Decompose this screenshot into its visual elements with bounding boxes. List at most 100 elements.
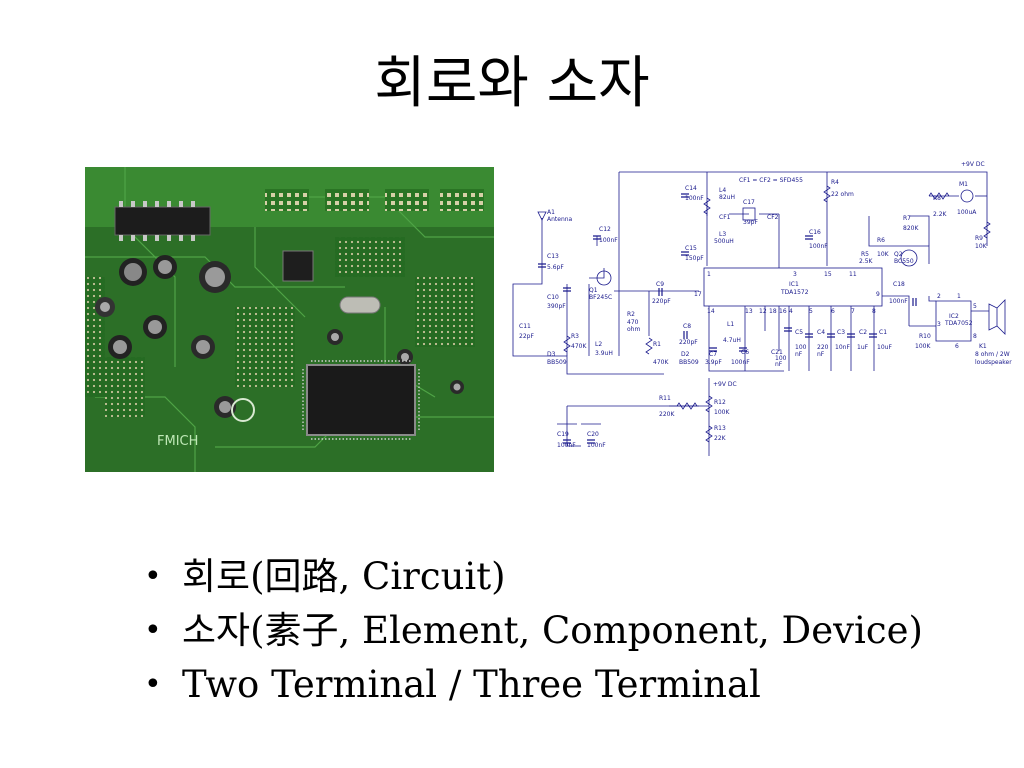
- label-c14: C14: [685, 185, 697, 192]
- label-c6-value: 100nF: [731, 359, 750, 366]
- label-c21-value: 100: [775, 355, 787, 362]
- label-c13: C13: [547, 253, 559, 260]
- label-a1: A1: [547, 209, 555, 216]
- pin-7: 7: [851, 308, 855, 315]
- label-k1-value: 8 ohm / 2W: [975, 351, 1010, 358]
- label-c5-value: 100: [795, 344, 807, 351]
- label-c4-value: 220: [817, 344, 829, 351]
- label-r9-value: 10K: [975, 243, 988, 250]
- ic2-pin-6: 6: [955, 343, 959, 350]
- bullet-list: •회로(回路, Circuit) •소자(素子, Element, Compon…: [140, 555, 1000, 717]
- label-l3-value: 500uH: [714, 238, 734, 245]
- label-r13-value: 22K: [714, 435, 727, 442]
- pin-18: 18: [769, 308, 777, 315]
- label-k1-value2: loudspeaker: [975, 359, 1012, 366]
- label-r7-value: 820K: [903, 225, 919, 232]
- label-r10-value: 100K: [915, 343, 931, 350]
- label-l1: L1: [727, 321, 734, 328]
- label-c10-value: 390pF: [547, 303, 566, 310]
- label-c4-value2: nF: [817, 351, 825, 358]
- pin-3: 3: [793, 271, 797, 278]
- pcb-illustration: FMICH: [85, 167, 494, 472]
- label-r3-value: 470K: [571, 343, 587, 350]
- label-q1-value: BF245C: [589, 294, 612, 301]
- bullet-item: • Two Terminal / Three Terminal: [140, 663, 1000, 707]
- label-r8: R8: [933, 195, 941, 202]
- label-c17: C17: [743, 199, 755, 206]
- pin-15: 15: [824, 271, 832, 278]
- bullet-text: 소자(素子, Element, Component, Device): [182, 609, 923, 652]
- ic2-pin-8: 8: [973, 333, 977, 340]
- label-c8-value: 220pF: [679, 339, 698, 346]
- label-ic2-value: TDA7052: [944, 320, 973, 327]
- label-c18-value: 100nF: [889, 298, 908, 305]
- pcb-marking: FMICH: [157, 434, 198, 449]
- label-r6: R6: [877, 237, 885, 244]
- label-c19: C19: [557, 431, 569, 438]
- label-c19-value: 100nF: [557, 442, 576, 449]
- label-c21: C21: [771, 349, 783, 356]
- label-c18: C18: [893, 281, 905, 288]
- label-c15: C15: [685, 245, 697, 252]
- label-r2: R2: [627, 311, 635, 318]
- pin-4: 4: [789, 308, 793, 315]
- label-m1-value: 100uA: [957, 209, 977, 216]
- bullet-dot: •: [144, 667, 162, 702]
- ic2-pin-2: 2: [937, 293, 941, 300]
- label-c14-value: 100nF: [685, 195, 704, 202]
- label-c1: C1: [879, 329, 887, 336]
- label-c7-value: 3.9pF: [705, 359, 722, 366]
- label-d2: D2: [681, 351, 690, 358]
- label-c4: C4: [817, 329, 825, 336]
- label-c17-value: 39pF: [743, 219, 758, 226]
- label-r13: R13: [714, 425, 726, 432]
- pcb-photo: FMICH: [85, 167, 494, 472]
- label-d3-value: BB509: [547, 359, 567, 366]
- label-q2-value: BC550: [894, 258, 914, 265]
- label-q1: Q1: [589, 287, 598, 294]
- label-r2-value2: ohm: [627, 326, 640, 333]
- label-c16: C16: [809, 229, 821, 236]
- label-r10: R10: [919, 333, 931, 340]
- label-c6: C6: [741, 349, 749, 356]
- label-d3: D3: [547, 351, 556, 358]
- label-r9: R9: [975, 235, 983, 242]
- label-r5: R5: [861, 251, 869, 258]
- label-c2: C2: [859, 329, 867, 336]
- ic2-pin-1: 1: [957, 293, 961, 300]
- label-ic1-value: TDA1572: [780, 289, 809, 296]
- label-r8-value: 2.2K: [933, 211, 948, 218]
- bullet-dot: •: [144, 613, 162, 648]
- label-c12-value: 100nF: [599, 237, 618, 244]
- pin-13: 13: [745, 308, 753, 315]
- label-r1-value: 470K: [653, 359, 669, 366]
- label-c5: C5: [795, 329, 803, 336]
- label-r4: R4: [831, 179, 839, 186]
- label-c3: C3: [837, 329, 845, 336]
- pin-5: 5: [809, 308, 813, 315]
- label-ic2: IC2: [949, 313, 959, 320]
- label-supply-lower: +9V DC: [713, 381, 737, 388]
- label-supply: +9V DC: [961, 161, 985, 168]
- ic2-pin-3: 3: [937, 321, 941, 328]
- pin-14: 14: [707, 308, 715, 315]
- label-r5-value: 2.5K: [859, 258, 874, 265]
- label-k1: K1: [979, 343, 987, 350]
- label-r6-value: 10K: [877, 251, 890, 258]
- bullet-text: Two Terminal / Three Terminal: [182, 663, 761, 706]
- label-r1: R1: [653, 341, 661, 348]
- bullet-item: • 소자(素子, Element, Component, Device): [140, 609, 1000, 653]
- label-c11-value: 22pF: [519, 333, 534, 340]
- pin-11: 11: [849, 271, 857, 278]
- schematic-drawing: +9V DC CF1 = CF2 = SFD455 A1 Antenna C12…: [512, 161, 1012, 456]
- label-l3: L3: [719, 231, 726, 238]
- pin-8: 8: [872, 308, 876, 315]
- label-c8: C8: [683, 323, 691, 330]
- label-c9-value: 220pF: [652, 298, 671, 305]
- label-c10: C10: [547, 294, 559, 301]
- label-r12: R12: [714, 399, 726, 406]
- pin-17: 17: [694, 291, 702, 298]
- label-l1-value: 4.7uH: [723, 337, 741, 344]
- pin-1: 1: [707, 271, 711, 278]
- label-r7: R7: [903, 215, 911, 222]
